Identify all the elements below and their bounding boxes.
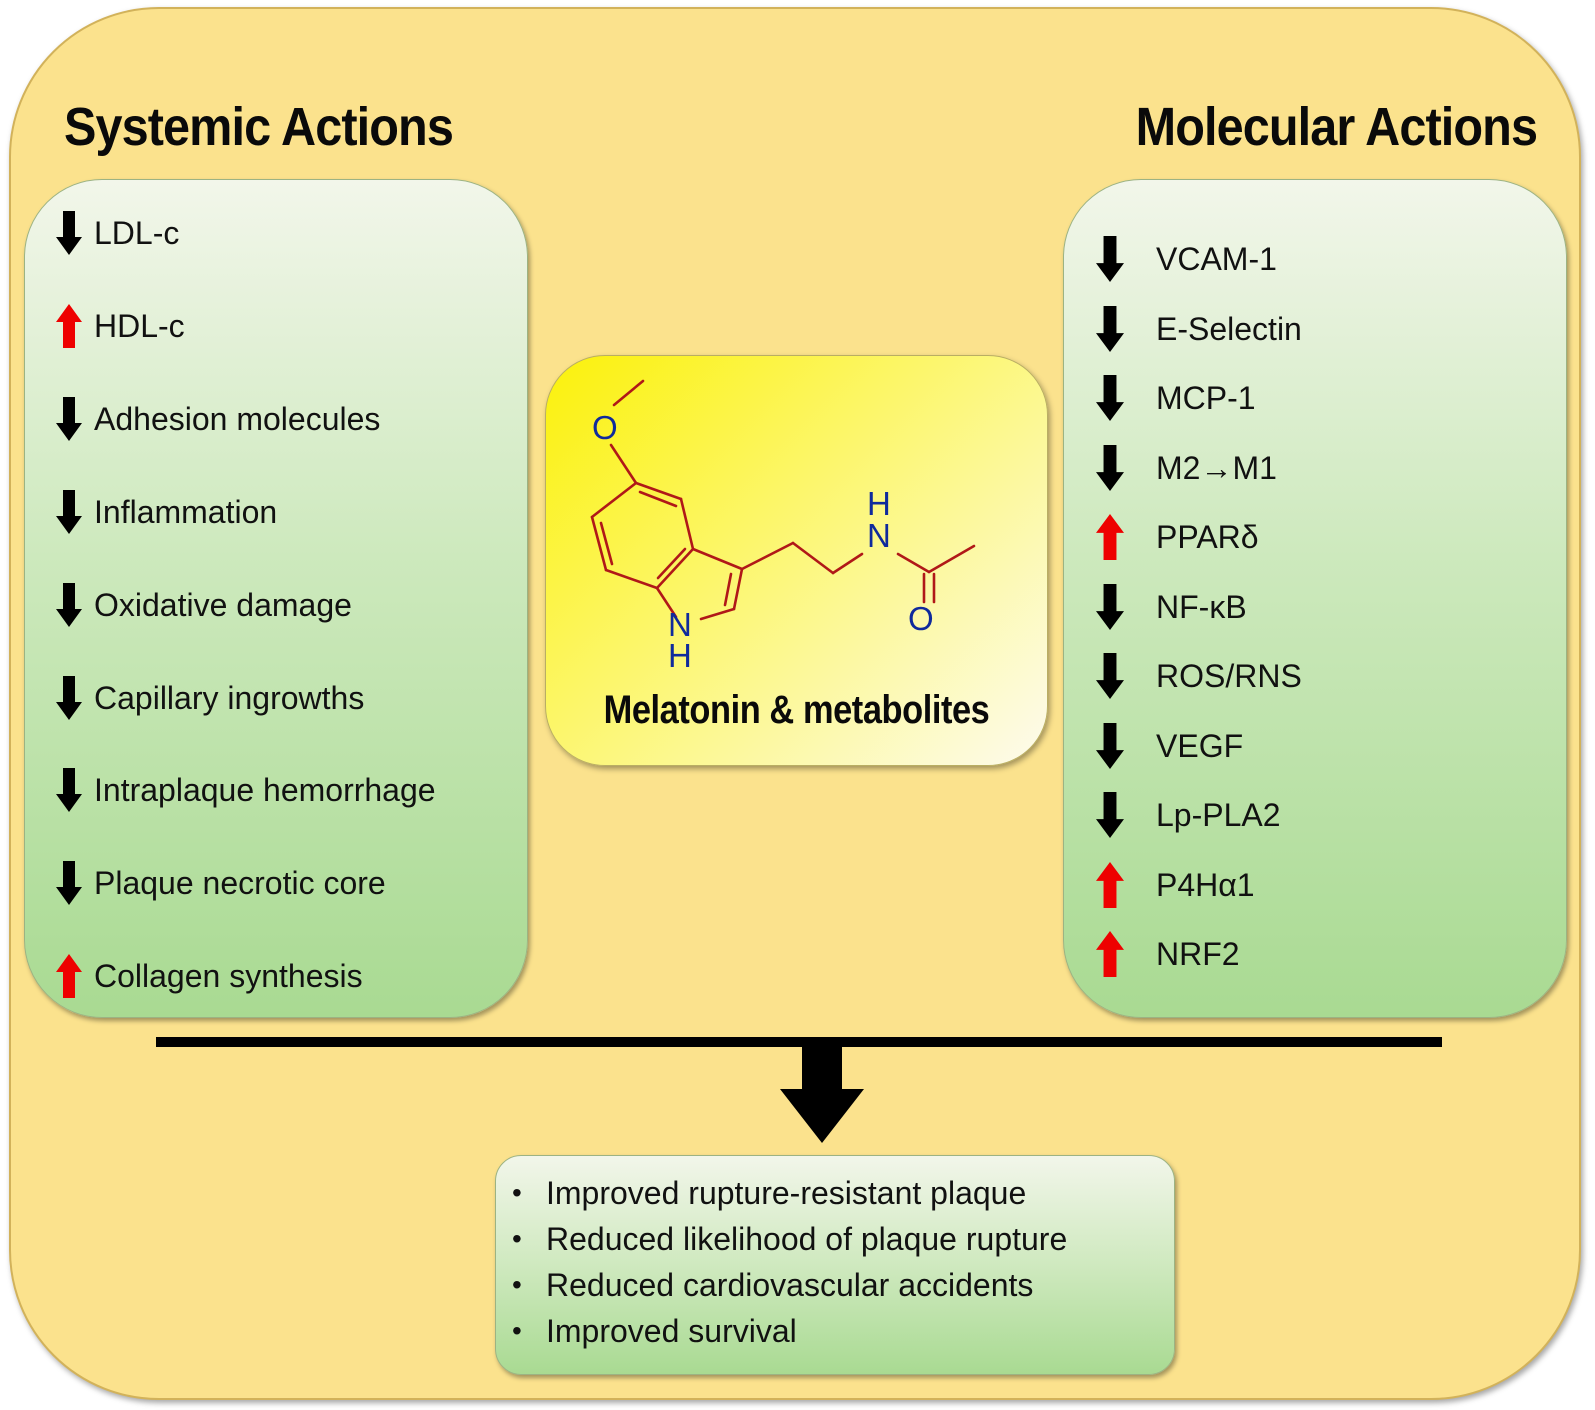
action-label: E-Selectin (1156, 310, 1302, 347)
action-item-capillary-ingrowths: Capillary ingrowths (56, 675, 365, 720)
action-label: ROS/RNS (1156, 658, 1302, 694)
arrow-down-icon (56, 861, 82, 906)
action-label: Intraplaque hemorrhage (94, 772, 436, 809)
action-label: Oxidative damage (94, 586, 352, 623)
molecule-atom-labels: O H N O N H (592, 409, 934, 674)
action-item-vegf: VEGF (1096, 722, 1244, 769)
action-label: VEGF (1156, 727, 1244, 764)
action-label: Capillary ingrowths (94, 679, 365, 716)
action-item-mcp-1: MCP-1 (1096, 375, 1256, 421)
action-label: MCP-1 (1156, 380, 1256, 416)
action-item-intraplaque-hemorrhage: Intraplaque hemorrhage (56, 768, 436, 813)
action-item-ppar: PPARδ (1096, 514, 1259, 560)
action-item-oxidative-damage: Oxidative damage (56, 582, 352, 627)
action-label: Collagen synthesis (94, 958, 363, 995)
action-item-vcam-1: VCAM-1 (1096, 236, 1277, 282)
arrow-down-icon (56, 489, 82, 534)
melatonin-caption: Melatonin & metabolites (603, 688, 990, 732)
outcome-arrow-icon (780, 1043, 864, 1143)
arrow-down-icon (1096, 236, 1124, 282)
action-item-ros-rns: ROS/RNS (1096, 653, 1302, 699)
arrow-down-icon (1096, 444, 1124, 491)
indole-nitrogen-label: N (668, 606, 692, 643)
action-label: Plaque necrotic core (94, 865, 386, 902)
action-item-nrf2: NRF2 (1096, 931, 1240, 977)
arrow-up-icon (1096, 931, 1124, 977)
arrow-up-icon (56, 303, 82, 348)
action-label: M2→M1 (1156, 449, 1277, 486)
action-label: NRF2 (1156, 936, 1240, 972)
outcome-item: Improved survival (496, 1308, 1174, 1354)
arrow-down-icon (56, 211, 82, 255)
action-item-adhesion-molecules: Adhesion molecules (56, 396, 381, 441)
action-label: Adhesion molecules (94, 400, 381, 437)
arrow-down-icon (1096, 305, 1124, 352)
arrow-down-icon (1096, 375, 1124, 421)
action-item-m2-m1: M2→M1 (1096, 444, 1277, 491)
methoxy-oxygen-label: O (592, 409, 618, 446)
molecule-bonds (590, 379, 976, 621)
outcome-item: Improved rupture-resistant plaque (496, 1170, 1174, 1216)
arrow-up-icon (1096, 514, 1124, 560)
action-item-collagen-synthesis: Collagen synthesis (56, 954, 363, 999)
action-item-inflammation: Inflammation (56, 489, 278, 534)
action-label: PPARδ (1156, 519, 1259, 555)
action-item-hdl-c: HDL-c (56, 303, 185, 348)
arrow-up-icon (56, 954, 82, 999)
action-label: LDL-c (94, 215, 180, 251)
melatonin-box: O H N O N H Melatonin & metabolites (545, 355, 1048, 766)
action-label: VCAM-1 (1156, 241, 1277, 277)
action-label: HDL-c (94, 307, 185, 344)
arrow-down-icon (56, 768, 82, 813)
arrow-down-icon (1096, 583, 1124, 630)
action-item-e-selectin: E-Selectin (1096, 305, 1302, 352)
indole-hydrogen-label: H (668, 637, 692, 674)
outcomes-list: Improved rupture-resistant plaqueReduced… (496, 1170, 1174, 1354)
arrow-down-icon (1096, 792, 1124, 838)
carbonyl-oxygen-label: O (908, 600, 934, 637)
convergence-bar (156, 1037, 1442, 1047)
action-item-ldl-c: LDL-c (56, 211, 179, 255)
action-item-p4h-1: P4Hα1 (1096, 861, 1255, 908)
arrow-down-icon (1096, 653, 1124, 699)
melatonin-structure: O H N O N H (590, 379, 976, 674)
action-label: NF-κB (1156, 588, 1247, 625)
arrow-down-icon (1096, 722, 1124, 769)
action-label: Lp-PLA2 (1156, 797, 1281, 833)
molecular-actions-title: Molecular Actions (1135, 97, 1538, 157)
systemic-actions-title: Systemic Actions (64, 97, 454, 157)
amide-nitrogen-label: N (867, 517, 891, 554)
action-item-nf-b: NF-κB (1096, 583, 1247, 630)
arrow-up-icon (1096, 861, 1124, 908)
action-item-lp-pla2: Lp-PLA2 (1096, 792, 1281, 838)
action-label: P4Hα1 (1156, 866, 1255, 903)
amide-hydrogen-label: H (867, 485, 891, 522)
action-item-plaque-necrotic-core: Plaque necrotic core (56, 861, 386, 906)
outcomes-panel: Improved rupture-resistant plaqueReduced… (495, 1155, 1175, 1375)
arrow-down-icon (56, 675, 82, 720)
outcome-item: Reduced cardiovascular accidents (496, 1262, 1174, 1308)
outcome-item: Reduced likelihood of plaque rupture (496, 1216, 1174, 1262)
arrow-down-icon (56, 396, 82, 441)
arrow-down-icon (56, 582, 82, 627)
action-label: Inflammation (94, 493, 278, 530)
